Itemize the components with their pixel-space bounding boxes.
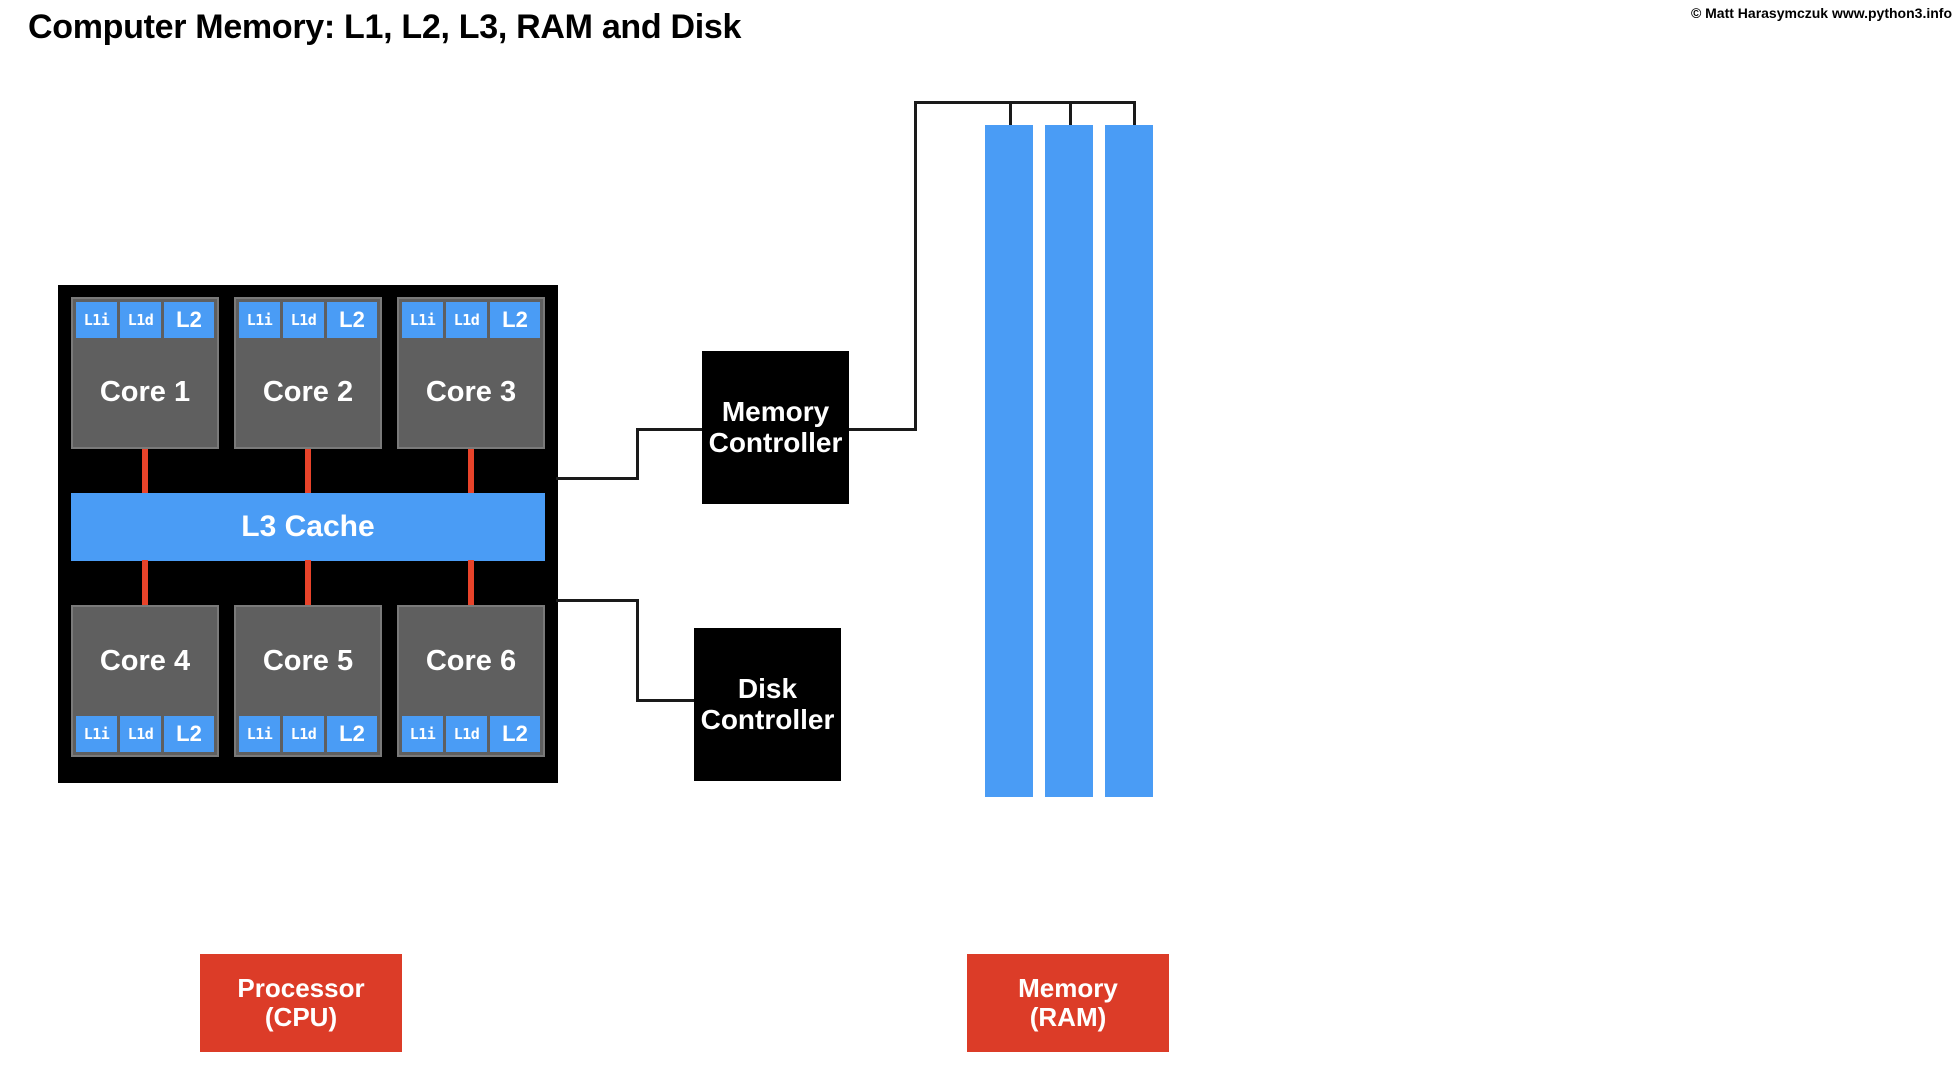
- cache-l2-core-2[interactable]: L2: [327, 302, 377, 338]
- cache-l1i-core-5[interactable]: L1i: [239, 716, 280, 752]
- cpu-package: L1i L1d L2 Core 1 L1i L1d L2 Core 2 L1i …: [58, 285, 558, 783]
- l3-cache-block[interactable]: L3 Cache: [71, 493, 545, 561]
- ram-bus-drop-1: [1009, 101, 1012, 128]
- cache-l1d-core-2[interactable]: L1d: [283, 302, 324, 338]
- cache-row-core-3: L1i L1d L2: [399, 299, 543, 338]
- cache-l2-core-4[interactable]: L2: [164, 716, 214, 752]
- legend-memory-line2: (RAM): [1029, 1002, 1107, 1032]
- cache-l2-core-1[interactable]: L2: [164, 302, 214, 338]
- core-label-5: Core 5: [262, 645, 354, 677]
- ram-stick-1[interactable]: [985, 125, 1033, 797]
- cache-l1d-core-3[interactable]: L1d: [446, 302, 487, 338]
- core-block-5[interactable]: L1i L1d L2 Core 5: [234, 605, 382, 757]
- core-block-2[interactable]: L1i L1d L2 Core 2: [234, 297, 382, 449]
- ram-bus-drop-3: [1133, 101, 1136, 128]
- core-label-4: Core 4: [99, 645, 191, 677]
- legend-processor: Processor (CPU): [200, 954, 402, 1052]
- legend-memory: Memory (RAM): [967, 954, 1169, 1052]
- cache-l1i-core-2[interactable]: L1i: [239, 302, 280, 338]
- cache-l1d-core-1[interactable]: L1d: [120, 302, 161, 338]
- cache-row-core-2: L1i L1d L2: [236, 299, 380, 338]
- interconnect-core-3-l3: [468, 449, 474, 494]
- cache-l1i-core-4[interactable]: L1i: [76, 716, 117, 752]
- wire-memory-controller-to-bus-h: [847, 428, 917, 431]
- ram-bus-drop-2: [1069, 101, 1072, 128]
- interconnect-l3-core-6: [468, 560, 474, 605]
- legend-processor-line2: (CPU): [264, 1002, 338, 1032]
- ram-stick-2[interactable]: [1045, 125, 1093, 797]
- interconnect-core-2-l3: [305, 449, 311, 494]
- wire-cpu-to-disk-controller-h2: [636, 699, 696, 702]
- interconnect-l3-core-5: [305, 560, 311, 605]
- memory-controller-label-line2: Controller: [708, 426, 843, 458]
- disk-controller-label-line2: Controller: [700, 703, 835, 735]
- wire-cpu-to-memory-controller-h1: [556, 477, 639, 480]
- cache-l1d-core-6[interactable]: L1d: [446, 716, 487, 752]
- core-label-6: Core 6: [425, 645, 517, 677]
- core-block-3[interactable]: L1i L1d L2 Core 3: [397, 297, 545, 449]
- cache-row-core-6: L1i L1d L2: [399, 716, 543, 755]
- core-label-2: Core 2: [262, 376, 354, 408]
- cache-l1i-core-3[interactable]: L1i: [402, 302, 443, 338]
- cache-l2-core-3[interactable]: L2: [490, 302, 540, 338]
- wire-memory-controller-to-bus-v: [914, 101, 917, 431]
- disk-controller-block[interactable]: Disk Controller: [694, 628, 841, 781]
- wire-cpu-to-memory-controller-v: [636, 428, 639, 480]
- wire-cpu-to-disk-controller-h1: [556, 599, 639, 602]
- interconnect-l3-core-4: [142, 560, 148, 605]
- copyright-notice: © Matt Harasymczuk www.python3.info: [1690, 5, 1952, 21]
- page-title: Computer Memory: L1, L2, L3, RAM and Dis…: [28, 8, 742, 46]
- cache-row-core-4: L1i L1d L2: [73, 716, 217, 755]
- cache-l1i-core-6[interactable]: L1i: [402, 716, 443, 752]
- memory-controller-label-line1: Memory: [721, 396, 830, 428]
- memory-controller-block[interactable]: Memory Controller: [702, 351, 849, 504]
- ram-bus-rail: [914, 101, 1136, 104]
- core-label-1: Core 1: [99, 376, 191, 408]
- disk-controller-label-line1: Disk: [737, 673, 798, 705]
- cache-row-core-5: L1i L1d L2: [236, 716, 380, 755]
- cache-l2-core-6[interactable]: L2: [490, 716, 540, 752]
- cache-l1i-core-1[interactable]: L1i: [76, 302, 117, 338]
- wire-cpu-to-memory-controller-h2: [636, 428, 704, 431]
- legend-memory-line1: Memory: [1018, 972, 1118, 1003]
- cache-l1d-core-5[interactable]: L1d: [283, 716, 324, 752]
- wire-cpu-to-disk-controller-v: [636, 599, 639, 701]
- cache-row-core-1: L1i L1d L2: [73, 299, 217, 338]
- cache-l1d-core-4[interactable]: L1d: [120, 716, 161, 752]
- ram-stick-3[interactable]: [1105, 125, 1153, 797]
- legend-processor-line1: Processor: [237, 972, 365, 1003]
- cache-l2-core-5[interactable]: L2: [327, 716, 377, 752]
- interconnect-core-1-l3: [142, 449, 148, 494]
- core-label-3: Core 3: [425, 376, 517, 408]
- core-block-1[interactable]: L1i L1d L2 Core 1: [71, 297, 219, 449]
- core-block-4[interactable]: L1i L1d L2 Core 4: [71, 605, 219, 757]
- core-block-6[interactable]: L1i L1d L2 Core 6: [397, 605, 545, 757]
